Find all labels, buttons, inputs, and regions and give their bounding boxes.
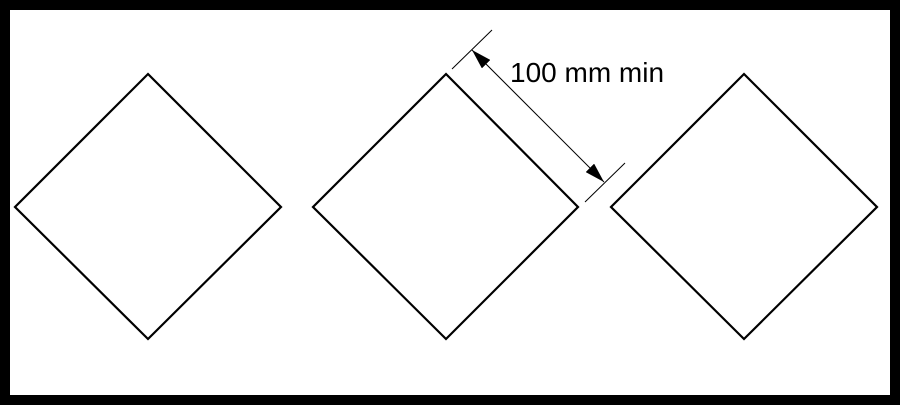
dimension-label: 100 mm min <box>510 57 664 88</box>
extension-line-top <box>451 29 493 70</box>
dimension-line-lower <box>537 115 605 183</box>
extension-line-bottom <box>584 162 626 203</box>
diamond-middle <box>311 72 580 341</box>
diamond-left <box>13 72 283 341</box>
diamond-right <box>609 72 879 341</box>
dimension-line <box>471 49 539 117</box>
